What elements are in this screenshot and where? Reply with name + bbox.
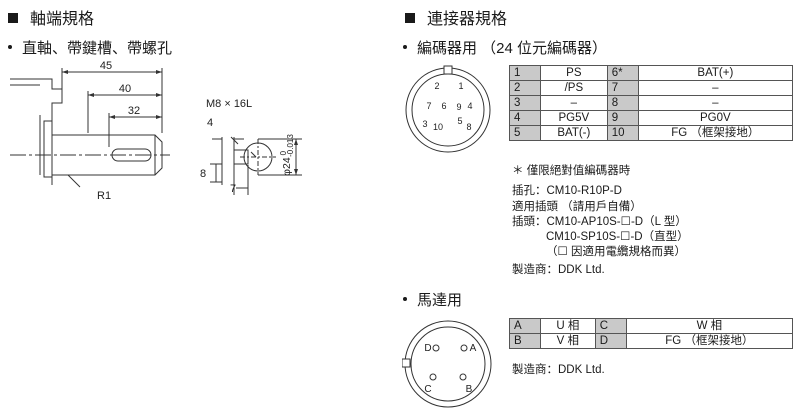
- svg-text:C: C: [424, 384, 431, 395]
- pin-number-cell: B: [509, 333, 541, 349]
- encoder-bullet: 編碼器用 （24 位元編碼器）: [403, 37, 607, 58]
- pin-signal-cell: W 相: [625, 318, 794, 334]
- pin-signal-cell: –: [637, 80, 794, 96]
- square-bullet-icon: [8, 13, 18, 23]
- pin-number-cell: 8: [606, 95, 639, 111]
- pin-signal-cell: /PS: [540, 80, 608, 96]
- shaft-drawing: 45 40 32 M8 × 16L 4 8 7 R1 φ240-0.013: [10, 60, 302, 202]
- svg-text:6: 6: [441, 101, 446, 111]
- motor-connector-diagram: D A C B: [402, 320, 492, 408]
- svg-text:D: D: [424, 343, 431, 354]
- shaft-heading: 軸端規格: [8, 5, 94, 29]
- pin-signal-cell: PG5V: [540, 110, 608, 126]
- svg-text:8: 8: [466, 122, 471, 132]
- svg-text:7: 7: [426, 101, 431, 111]
- dim-4: 4: [207, 117, 213, 129]
- svg-text:A: A: [470, 343, 477, 354]
- pin-signal-cell: FG （框架接地）: [637, 125, 794, 141]
- encoder-note-star: ＊ 僅限絕對值編碼器時: [512, 165, 631, 177]
- pin-number-cell: 6*: [606, 65, 639, 81]
- encoder-plug-2: CM10-SP10S-☐-D（直型）: [546, 231, 689, 243]
- pin-signal-cell: BAT(+): [637, 65, 794, 81]
- pin-number-cell: 5: [509, 125, 541, 141]
- encoder-plug-1: 插頭：CM10-AP10S-☐-D（L 型）: [512, 216, 687, 228]
- bullet-dot-icon: [403, 297, 407, 301]
- bullet-dot-icon: [403, 45, 407, 49]
- svg-text:5: 5: [457, 116, 462, 126]
- pin-number-cell: A: [509, 318, 541, 334]
- pin-signal-cell: –: [637, 95, 794, 111]
- shaft-bullet: 直軸、帶鍵槽、帶螺孔: [8, 37, 172, 58]
- dim-8: 8: [200, 168, 206, 180]
- pin-signal-cell: –: [540, 95, 608, 111]
- svg-text:4: 4: [467, 101, 472, 111]
- bullet-dot-icon: [8, 45, 12, 49]
- dim-45: 45: [100, 60, 112, 72]
- dim-7: 7: [230, 183, 236, 195]
- dim-screw: M8 × 16L: [206, 98, 252, 110]
- pin-signal-cell: U 相: [540, 318, 596, 334]
- encoder-plug-title: 適用插頭 （請用戶自備）: [512, 201, 642, 213]
- dim-r1: R1: [97, 190, 111, 202]
- svg-text:9: 9: [456, 102, 461, 112]
- table-row: 3–8–: [509, 95, 794, 111]
- pin-number-cell: 7: [606, 80, 639, 96]
- encoder-plug-3: （☐ 因適用電纜規格而異）: [546, 246, 687, 258]
- svg-text:3: 3: [422, 119, 427, 129]
- svg-text:B: B: [466, 384, 473, 395]
- pin-number-cell: C: [594, 318, 627, 334]
- pin-number-cell: 4: [509, 110, 541, 126]
- pin-number-cell: 9: [606, 110, 639, 126]
- pin-signal-cell: FG （框架接地）: [625, 333, 794, 349]
- svg-text:1: 1: [458, 81, 463, 91]
- pin-number-cell: 3: [509, 95, 541, 111]
- pin-number-cell: 10: [606, 125, 639, 141]
- pin-number-cell: 2: [509, 80, 541, 96]
- pin-signal-cell: BAT(-): [540, 125, 608, 141]
- pin-signal-cell: PS: [540, 65, 608, 81]
- pin-signal-cell: PG0V: [637, 110, 794, 126]
- square-bullet-icon: [405, 13, 415, 23]
- encoder-connector-diagram: 2 1 7 6 9 3 4 10 8 5: [405, 65, 491, 153]
- encoder-socket: 插孔：CM10-R10P-D: [512, 185, 622, 197]
- pin-signal-cell: V 相: [540, 333, 596, 349]
- svg-text:2: 2: [434, 81, 439, 91]
- motor-bullet: 馬達用: [403, 289, 462, 310]
- svg-text:10: 10: [433, 122, 443, 132]
- pin-number-cell: D: [594, 333, 627, 349]
- encoder-maker: 製造商：DDK Ltd.: [512, 264, 605, 276]
- motor-maker: 製造商：DDK Ltd.: [512, 364, 605, 376]
- dim-32: 32: [128, 105, 140, 117]
- dim-dia: φ240-0.013: [279, 134, 295, 176]
- pin-number-cell: 1: [509, 65, 541, 81]
- connector-heading: 連接器規格: [405, 5, 507, 29]
- dim-40: 40: [119, 83, 131, 95]
